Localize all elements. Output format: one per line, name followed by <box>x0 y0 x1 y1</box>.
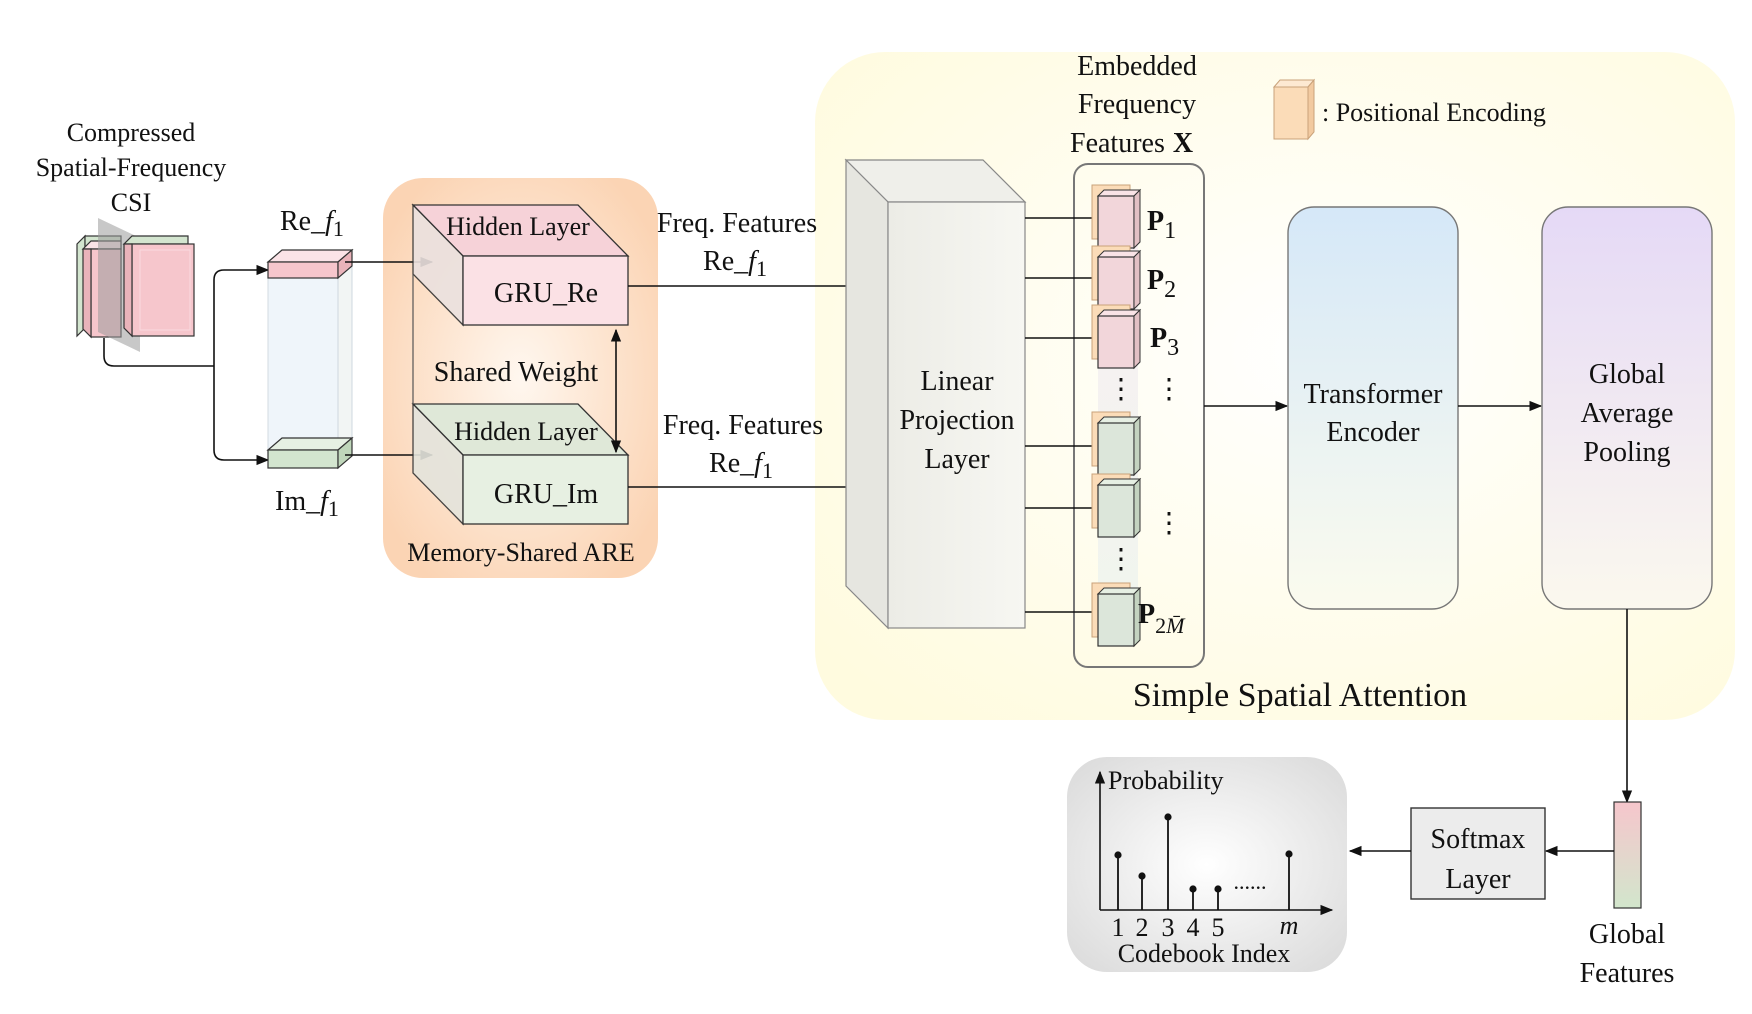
softmax-layer-block: Softmax Layer <box>1410 807 1546 900</box>
tick-m: m <box>1280 911 1299 940</box>
legend-text: : Positional Encoding <box>1322 98 1546 127</box>
pooling-line3: Pooling <box>1583 437 1670 468</box>
gru-im-label: GRU_Im <box>494 479 598 510</box>
patch-cube-5 <box>1091 473 1142 539</box>
linear-projection-block: Linear Projection Layer <box>844 158 1027 630</box>
attention-caption: Simple Spatial Attention <box>1133 677 1467 714</box>
projection-line3: Layer <box>924 444 990 475</box>
positional-encoding-icon <box>1272 78 1316 141</box>
gru-im-block: Hidden Layer GRU_Im <box>411 402 630 526</box>
point-1 <box>1114 851 1122 859</box>
svg-text:Re_f1: Re_f1 <box>703 246 767 281</box>
pooling-line1: Global <box>1589 359 1665 390</box>
split-connector-down <box>213 366 270 466</box>
patch-label-1: P1 <box>1147 206 1176 244</box>
tick-1: 1 <box>1112 913 1125 942</box>
projection-line1: Linear <box>920 366 994 397</box>
im-label: Im_f1 <box>275 486 339 521</box>
patch-cube-last <box>1091 582 1142 648</box>
patch-cube-1 <box>1091 184 1142 250</box>
projection-line2: Projection <box>899 405 1014 436</box>
patch-cube-2 <box>1091 245 1142 311</box>
projection-output-lines <box>1025 217 1100 613</box>
freq-top-label: Freq. Features Re_f1 <box>657 208 817 281</box>
chart-xlabel: Codebook Index <box>1118 939 1291 968</box>
split-connector-up <box>213 264 270 366</box>
svg-text:Freq. Features: Freq. Features <box>663 410 823 441</box>
tick-3: 3 <box>1162 913 1175 942</box>
re-label: Re_f1 <box>280 206 344 241</box>
global-features-line1: Global <box>1589 919 1665 950</box>
tick-5: 5 <box>1212 913 1225 942</box>
hidden-layer-top-label: Hidden Layer <box>446 212 590 241</box>
feature-cubes <box>1091 184 1142 648</box>
column-dots-2: ⋮ <box>1107 544 1135 575</box>
svg-text:Freq. Features: Freq. Features <box>657 208 817 239</box>
transformer-encoder-block: Transformer Encoder <box>1287 206 1459 610</box>
svg-text:Re_f1: Re_f1 <box>280 206 344 241</box>
probability-chart: Probability Codebook Index ...... 1 2 3 … <box>1094 766 1334 968</box>
im-slab <box>267 449 339 469</box>
transformer-line2: Encoder <box>1326 417 1420 448</box>
point-m <box>1285 850 1293 858</box>
input-csi-tensor <box>76 218 195 352</box>
chart-ylabel: Probability <box>1108 766 1224 795</box>
patch-cube-4 <box>1091 411 1142 477</box>
label-dots-2: ⋮ <box>1155 508 1183 539</box>
gru-re-label: GRU_Re <box>494 278 598 309</box>
svg-text:Frequency: Frequency <box>1078 89 1196 120</box>
point-2 <box>1138 872 1146 880</box>
transformer-line1: Transformer <box>1304 379 1444 410</box>
global-average-pooling-block: Global Average Pooling <box>1541 206 1713 610</box>
svg-text:Embedded: Embedded <box>1077 51 1197 82</box>
label-dots-1: ⋮ <box>1155 374 1183 405</box>
attention-panel <box>815 52 1735 720</box>
shared-weight-label: Shared Weight <box>434 357 599 388</box>
patch-label-last: P2M̄ <box>1138 599 1186 638</box>
input-title-line2: Spatial-Frequency <box>36 153 227 182</box>
chart-points <box>1114 813 1293 893</box>
re-im-column <box>266 248 354 470</box>
freq-bottom-label: Freq. Features Re_f1 <box>663 410 823 483</box>
patch-cube-3 <box>1091 304 1142 370</box>
hidden-layer-bottom-label: Hidden Layer <box>454 417 598 446</box>
pooling-line2: Average <box>1581 398 1674 429</box>
input-title-line1: Compressed <box>67 118 196 147</box>
positional-encoding-legend: : Positional Encoding <box>1272 78 1546 141</box>
gru-re-block: Hidden Layer GRU_Re <box>411 203 630 327</box>
tick-4: 4 <box>1187 913 1200 942</box>
re-slab <box>267 261 339 279</box>
global-features-vector <box>1613 801 1642 909</box>
global-features-line2: Features <box>1580 958 1675 989</box>
input-csi-title: Compressed Spatial-Frequency CSI <box>36 118 227 217</box>
point-3 <box>1164 813 1172 821</box>
chart-ellipsis: ...... <box>1234 869 1267 894</box>
are-caption: Memory-Shared ARE <box>407 538 634 567</box>
softmax-line1: Softmax <box>1431 824 1526 855</box>
point-4 <box>1189 885 1197 893</box>
embedded-container <box>1073 163 1205 668</box>
input-connector <box>103 338 214 367</box>
point-5 <box>1214 885 1222 893</box>
patch-label-3: P3 <box>1150 323 1179 361</box>
patch-label-2: P2 <box>1147 265 1176 303</box>
svg-text:Im_f1: Im_f1 <box>275 486 339 521</box>
softmax-line2: Layer <box>1445 864 1511 895</box>
input-title-line3: CSI <box>111 188 151 217</box>
svg-text:Re_f1: Re_f1 <box>709 448 773 483</box>
probability-chart-panel <box>1067 757 1347 972</box>
tick-2: 2 <box>1136 913 1149 942</box>
column-dots-1: ⋮ <box>1107 374 1135 405</box>
